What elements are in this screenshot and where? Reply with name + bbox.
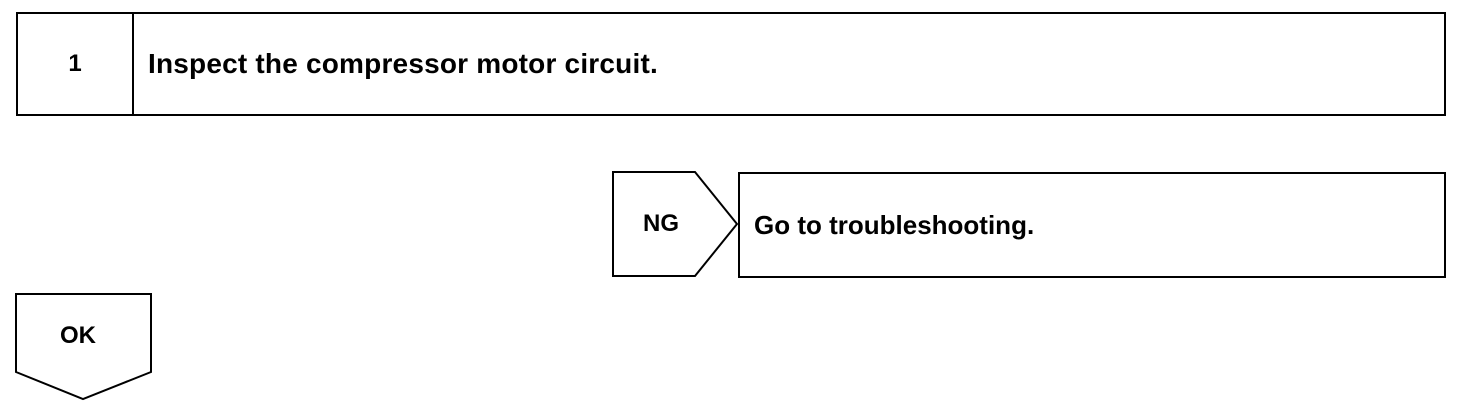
- ng-label: NG: [643, 210, 679, 237]
- step-instruction: Inspect the compressor motor circuit.: [148, 48, 658, 79]
- step-number: 1: [18, 14, 134, 114]
- step-box: 1 Inspect the compressor motor circuit.: [16, 12, 1446, 116]
- ng-result-box: Go to troubleshooting.: [738, 172, 1446, 278]
- ok-label: OK: [60, 322, 96, 349]
- ok-arrow-shape: [15, 293, 152, 401]
- ng-result-text: Go to troubleshooting.: [754, 209, 1035, 240]
- ng-arrow-shape: [612, 171, 739, 277]
